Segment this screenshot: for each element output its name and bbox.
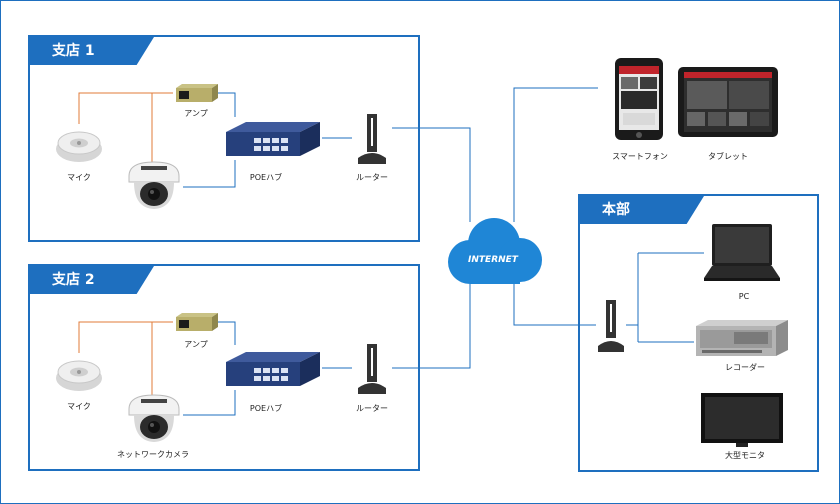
branch2-router-label: ルーター (356, 404, 388, 413)
amp-icon (176, 84, 218, 102)
branch1-mic-label: マイク (67, 173, 91, 182)
branch1-router-label: ルーター (356, 173, 388, 182)
router-icon (598, 300, 624, 352)
recorder-icon (696, 320, 788, 356)
branch2-title: 支店 2 (30, 266, 154, 294)
tablet-label: タブレット (708, 152, 748, 161)
router-icon (358, 114, 386, 164)
pc-label: PC (738, 292, 750, 301)
branch2-amp-label: アンプ (184, 340, 208, 349)
amp-icon (176, 313, 218, 331)
cloud-icon (448, 218, 542, 284)
tablet-icon (678, 67, 778, 137)
poe-hub-icon (226, 122, 320, 156)
router-icon (358, 344, 386, 394)
hq-title: 本部 (580, 196, 704, 224)
smartphone-icon (615, 58, 663, 140)
laptop-icon (704, 224, 780, 281)
branch1-title: 支店 1 (30, 37, 154, 65)
branch1-amp-label: アンプ (184, 109, 208, 118)
smartphone-label: スマートフォン (612, 152, 668, 161)
branch2-camera-label: ネットワークカメラ (117, 450, 189, 459)
branch2-poe-label: POEハブ (249, 404, 283, 413)
camera-icon (128, 161, 180, 209)
branch1-poe-label: POEハブ (249, 173, 283, 182)
internet-label: INTERNET (468, 255, 518, 265)
branch2-mic-label: マイク (67, 402, 91, 411)
poe-hub-icon (226, 352, 320, 386)
microphone-icon (56, 360, 102, 391)
camera-icon (128, 394, 180, 442)
monitor-icon (701, 393, 783, 447)
recorder-label: レコーダー (725, 363, 765, 372)
monitor-label: 大型モニタ (725, 451, 765, 460)
microphone-icon (56, 131, 102, 162)
